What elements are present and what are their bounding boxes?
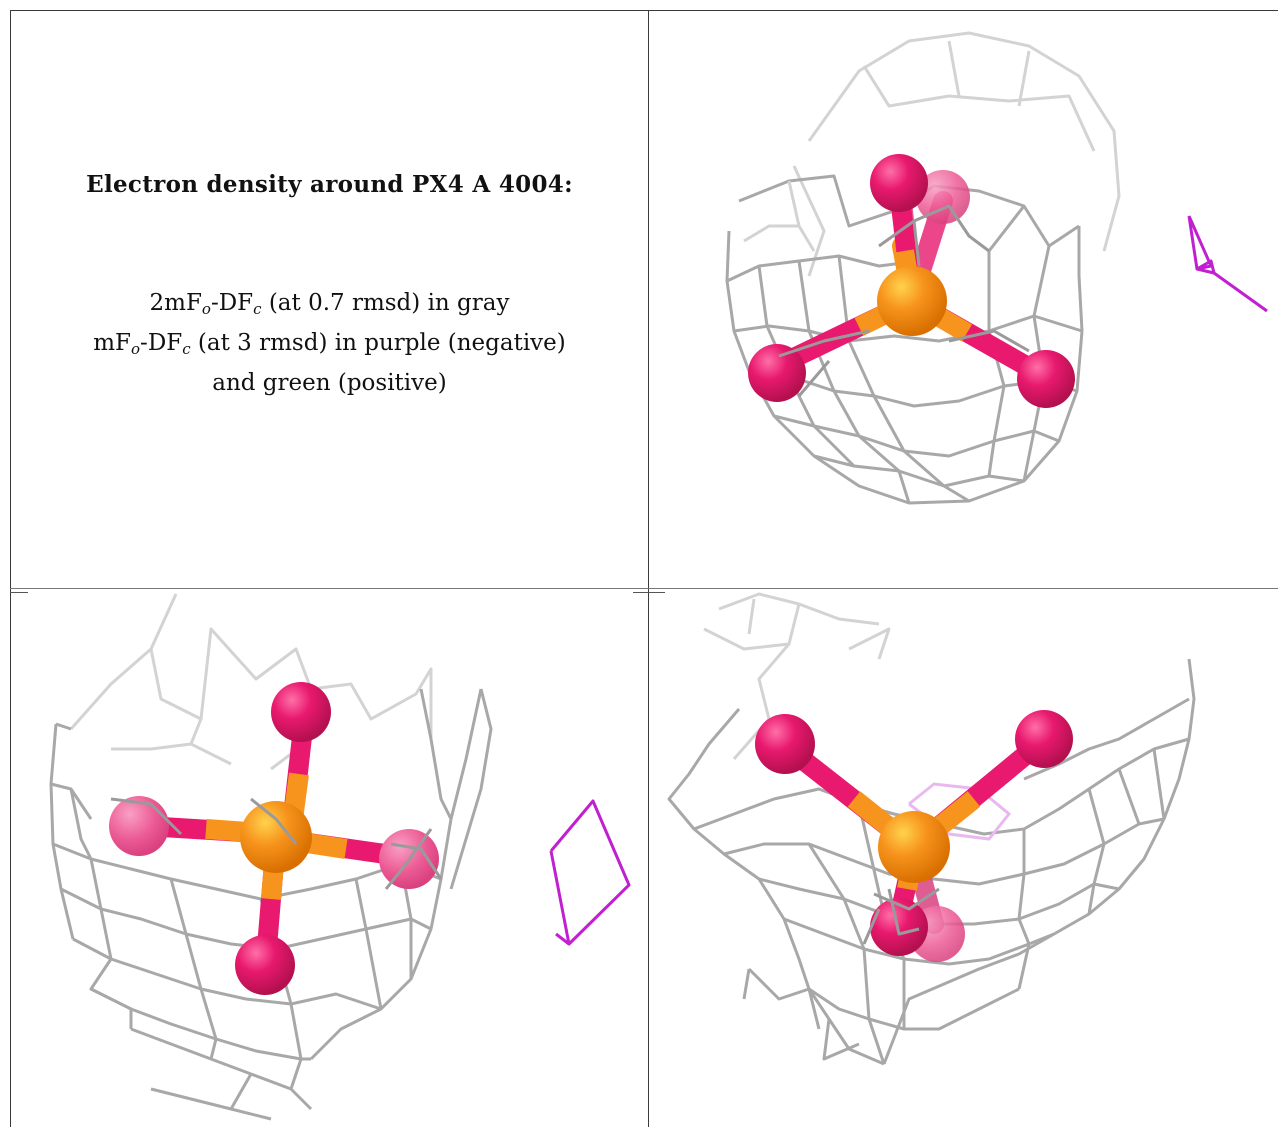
oxygen-atom: [109, 796, 169, 856]
view-bottom-right-render: [667, 592, 1196, 1066]
tick-mark: [10, 592, 28, 593]
oxygen-atom: [870, 898, 928, 956]
oxygen-atom: [755, 714, 815, 774]
oxygen-atom: [916, 170, 970, 224]
legend-line-fofc: mFo-DFc (at 3 rmsd) in purple (negative): [93, 330, 566, 358]
oxygen-atom: [1017, 350, 1075, 408]
phosphorus-atom: [878, 811, 950, 883]
negative-density-blob: [549, 799, 631, 946]
tick-mark: [633, 592, 665, 593]
legend-line-colors: and green (positive): [212, 370, 447, 396]
view-top-right-render: [725, 31, 1268, 505]
phosphorus-atom: [240, 801, 312, 873]
view-bottom-left-render: [49, 593, 631, 1121]
oxygen-atom: [870, 154, 928, 212]
density-mesh-front: [862, 887, 940, 945]
page-title: Electron density around PX4 A 4004:: [86, 171, 573, 198]
oxygen-atom: [1015, 710, 1073, 768]
negative-density-blob: [1187, 215, 1268, 313]
oxygen-atom: [271, 682, 331, 742]
oxygen-atom: [748, 344, 806, 402]
density-mesh-front: [778, 204, 1030, 397]
oxygen-atom: [235, 935, 295, 995]
caption-panel: Electron density around PX4 A 4004: 2mFo…: [11, 11, 648, 588]
view-top-right: [649, 11, 1278, 588]
phosphate-molecule: [109, 682, 439, 995]
frame-divider-vertical: [648, 10, 649, 1127]
phosphorus-atom: [877, 266, 947, 336]
negative-density-blob: [908, 782, 1012, 841]
density-legend: 2mFo-DFc (at 0.7 rmsd) in gray mFo-DFc (…: [11, 283, 648, 403]
view-bottom-right: [649, 589, 1278, 1127]
legend-line-2fofc: 2mFo-DFc (at 0.7 rmsd) in gray: [149, 290, 510, 318]
frame-divider-horizontal: [10, 588, 1278, 589]
phosphate-molecule: [755, 710, 1073, 962]
frame-left: [10, 10, 11, 1127]
density-mesh-front: [110, 797, 443, 890]
frame-top: [10, 10, 1278, 11]
phosphate-molecule: [748, 154, 1075, 408]
view-bottom-left: [11, 589, 648, 1127]
